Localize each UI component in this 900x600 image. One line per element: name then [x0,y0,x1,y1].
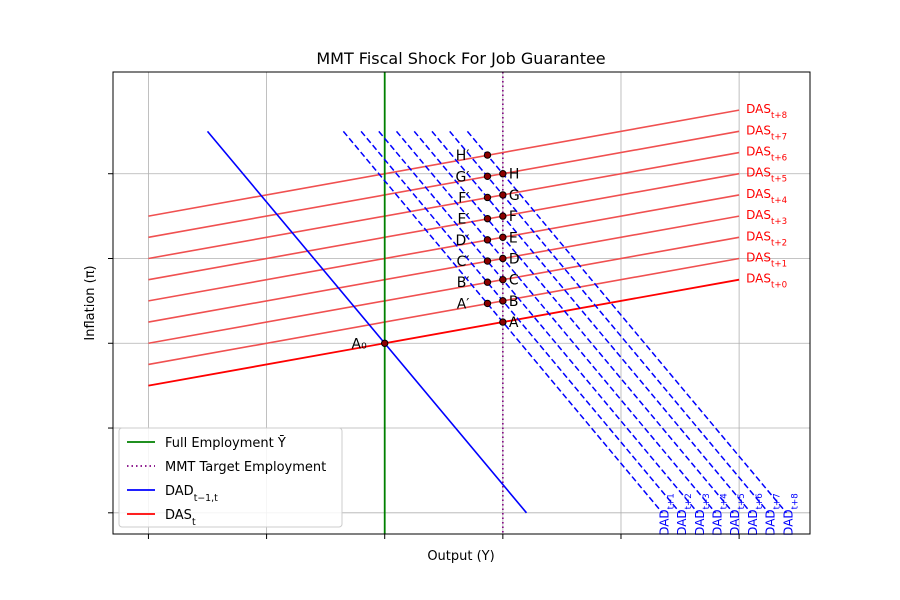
equilibrium-point [499,212,507,220]
equilibrium-point [499,254,507,263]
legend-label: MMT Target Employment [165,460,326,475]
point-label: G′ [455,169,469,185]
dad-shifted-label: DADt+3 [693,493,712,536]
das-curve [148,130,740,239]
dad-shifted-curve [466,130,787,514]
dad-initial-curve [206,130,528,514]
dad-shifted-label: DADt+2 [675,493,694,536]
plot-frame [112,71,811,535]
equilibrium-point [483,299,492,308]
dad-shifted-label: DADt+7 [764,493,783,536]
legend: Full Employment Ȳ MMT Target EmploymentDA… [118,427,343,528]
x-axis-label: Output (Y) [427,549,494,564]
point-label: D [509,251,520,267]
das-curve-label: DASt+1 [746,250,787,269]
equilibrium-point [483,278,492,286]
das-curve-label: DASt+4 [746,187,787,206]
point-label: B′ [457,275,470,291]
das-curve [148,257,740,366]
point-label: C′ [457,254,470,270]
das-curve-label: DASt+6 [746,145,787,164]
point-label: F′ [458,190,469,206]
das-curve-label: DASt+7 [746,123,787,142]
equilibrium-point [483,257,492,265]
legend-label: DASt [165,508,196,528]
point-label: H′ [456,148,470,164]
dad-shifted-label: DADt+1 [657,493,676,536]
equilibrium-point [483,151,492,159]
das-curve-label: DASt+3 [746,208,787,227]
plot-area: DASt+0DASt+1DASt+2DASt+3DASt+4DASt+5DASt… [148,72,800,536]
equilibrium-point [483,236,492,244]
legend-box [118,427,343,528]
chart-title: MMT Fiscal Shock For Job Guarantee [316,49,605,68]
equilibrium-point [483,214,492,223]
point-label: E [509,230,518,246]
axis-ticks [108,173,740,539]
dad-shifted-label: DADt+4 [710,493,729,536]
point-label: F [509,209,517,225]
das-curve [148,151,740,260]
das-curve [148,278,740,387]
dad-shifted-curve [413,130,734,514]
dad-shifted-curve [378,130,699,514]
das-curve [148,215,740,323]
dad-shifted-curve [395,130,717,514]
equilibrium-point [499,318,507,326]
point-label: B [509,294,519,310]
equilibrium-point [499,297,507,305]
dad-shifted-label: DADt+6 [746,493,765,536]
point-label: D′ [456,233,470,249]
das-curve-label: DASt+0 [746,272,787,291]
point-label: A′ [457,296,470,312]
equilibrium-point [499,191,507,199]
equilibrium-point [499,170,507,178]
dad-shifted-curve [449,130,770,514]
equilibrium-point [483,172,492,180]
das-curve-label: DASt+5 [746,166,787,185]
point-label: C [509,273,519,289]
das-curve [148,109,740,217]
das-curve-label: DASt+8 [746,102,787,121]
equilibrium-point [499,233,507,242]
point-label: H [509,167,520,183]
dad-shifted-label: DADt+5 [728,493,747,536]
point-label: A₀ [352,336,368,352]
legend-label: Full Employment Ȳ [165,436,286,451]
point-label: E′ [457,212,469,228]
legend-label: DADt−1,t [165,484,218,504]
dad-shifted-label: DADt+8 [781,493,800,536]
y-axis-label: Inflation (π) [83,265,98,340]
das-curve-label: DASt+2 [746,229,787,248]
das-curve [148,194,740,302]
dad-shifted-curve [360,130,681,514]
point-label: G [509,188,520,204]
das-curve [148,172,740,281]
equilibrium-point [499,275,507,284]
das-curve [148,236,740,345]
equilibrium-point [381,339,389,347]
dad-shifted-curve [431,130,752,514]
point-label: A [509,315,519,331]
equilibrium-point [483,193,492,202]
